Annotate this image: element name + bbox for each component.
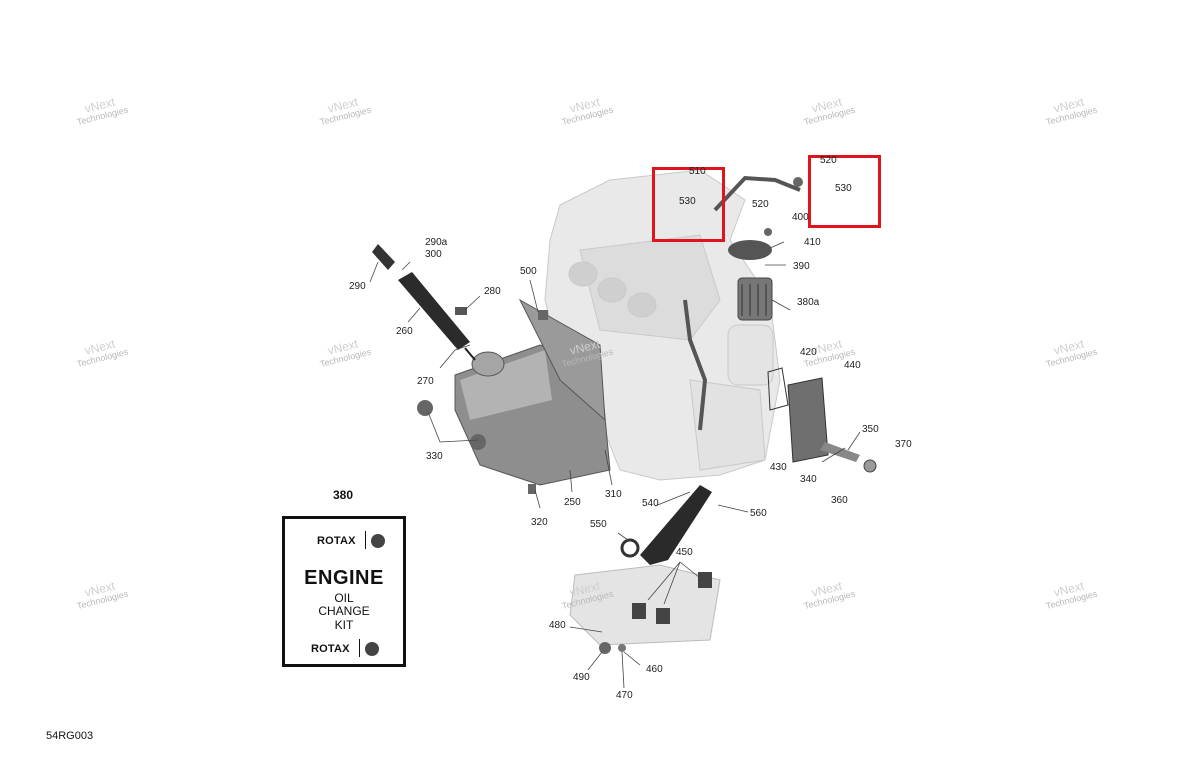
oil-line <box>683 175 801 431</box>
callout-560[interactable]: 560 <box>750 508 767 519</box>
callout-510[interactable]: 510 <box>689 166 706 177</box>
kit-reference-number[interactable]: 380 <box>333 488 354 502</box>
callout-280[interactable]: 280 <box>484 286 501 297</box>
callout-520[interactable]: 520 <box>752 199 769 210</box>
callout-250[interactable]: 250 <box>564 497 581 508</box>
callout-540[interactable]: 540 <box>642 498 659 509</box>
callout-420[interactable]: 420 <box>800 347 817 358</box>
callout-450[interactable]: 450 <box>676 547 693 558</box>
callout-520[interactable]: 520 <box>820 155 837 166</box>
callout-410[interactable]: 410 <box>804 237 821 248</box>
callout-270[interactable]: 270 <box>417 376 434 387</box>
callout-460[interactable]: 460 <box>646 664 663 675</box>
highlight-box[interactable] <box>808 155 881 228</box>
callout-390[interactable]: 390 <box>793 261 810 272</box>
callout-530[interactable]: 530 <box>835 183 852 194</box>
rotax-logo: ROTAX <box>311 643 350 655</box>
callout-290a[interactable]: 290a <box>425 237 448 248</box>
highlight-box[interactable] <box>652 167 725 242</box>
oil-filter <box>728 240 773 321</box>
callout-480[interactable]: 480 <box>549 620 566 631</box>
callout-330[interactable]: 330 <box>426 451 443 462</box>
callout-320[interactable]: 320 <box>531 517 548 528</box>
leader-lines <box>369 241 861 689</box>
kit-line-change: CHANGE <box>318 604 370 618</box>
callout-400[interactable]: 400 <box>792 212 809 223</box>
kit-line-oil: OIL <box>334 591 354 605</box>
fasteners <box>417 177 803 494</box>
callout-290[interactable]: 290 <box>349 281 366 292</box>
callout-370[interactable]: 370 <box>895 439 912 450</box>
oil-cooler <box>767 367 877 473</box>
callout-300[interactable]: 300 <box>425 249 442 260</box>
callout-470[interactable]: 470 <box>616 690 633 701</box>
brand-emblem-icon <box>371 534 385 548</box>
callout-380a[interactable]: 380a <box>797 297 820 308</box>
callout-530[interactable]: 530 <box>679 196 696 207</box>
oil-change-kit-box: ROTAX ENGINE OIL CHANGE KIT ROTAX <box>282 516 406 667</box>
callout-340[interactable]: 340 <box>800 474 817 485</box>
logo-divider <box>365 531 366 549</box>
callout-260[interactable]: 260 <box>396 326 413 337</box>
rotax-logo: ROTAX <box>317 535 356 547</box>
dipstick-tube <box>372 244 476 361</box>
hose-and-pan <box>569 485 721 654</box>
callout-550[interactable]: 550 <box>590 519 607 530</box>
oil-tank <box>454 298 611 486</box>
brand-emblem-icon <box>365 642 379 656</box>
kit-line-kit: KIT <box>334 618 354 632</box>
callout-430[interactable]: 430 <box>770 462 787 473</box>
callout-310[interactable]: 310 <box>605 489 622 500</box>
logo-divider <box>359 639 360 657</box>
kit-title: ENGINE <box>304 567 384 589</box>
callout-360[interactable]: 360 <box>831 495 848 506</box>
callout-350[interactable]: 350 <box>862 424 879 435</box>
diagram-id: 54RG003 <box>46 730 94 742</box>
callout-490[interactable]: 490 <box>573 672 590 683</box>
callout-500[interactable]: 500 <box>520 266 537 277</box>
callout-440[interactable]: 440 <box>844 360 861 371</box>
